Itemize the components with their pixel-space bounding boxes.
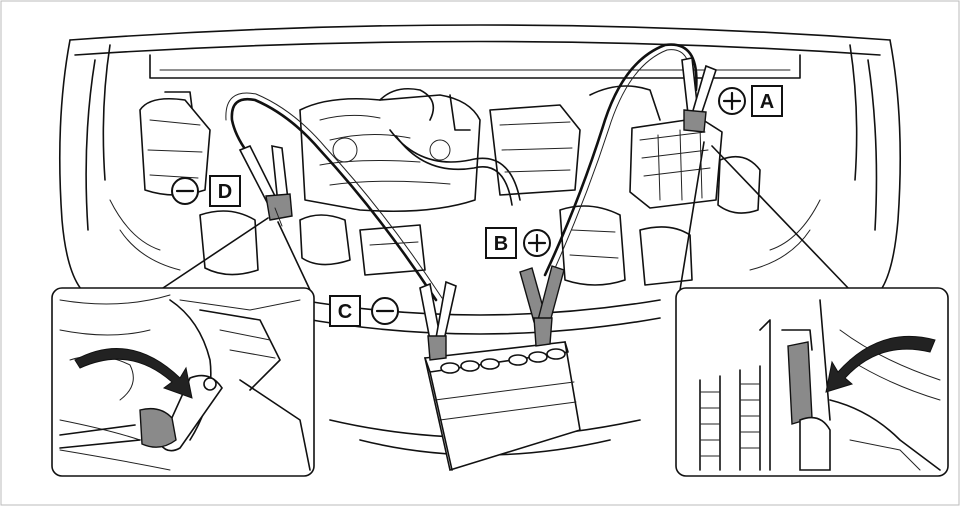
battery — [424, 341, 581, 472]
battery-clamp-b — [519, 265, 565, 347]
label-d-text: D — [218, 181, 232, 203]
label-b: B — [485, 227, 551, 259]
ground-clamp-d — [238, 144, 293, 227]
label-c-text: C — [338, 301, 352, 323]
label-d: D — [171, 175, 241, 207]
jumper-cables — [225, 43, 698, 302]
inset-positive-terminal — [675, 287, 949, 477]
positive-clamp-a — [681, 57, 717, 133]
label-c: C — [329, 295, 399, 327]
engine-components — [109, 54, 821, 286]
label-a: A — [718, 85, 783, 117]
battery-clamp-c — [419, 280, 457, 361]
callout-lines — [159, 141, 851, 291]
inset-ground-point — [51, 287, 315, 477]
label-a-text: A — [760, 91, 774, 113]
label-b-text: B — [494, 233, 508, 255]
